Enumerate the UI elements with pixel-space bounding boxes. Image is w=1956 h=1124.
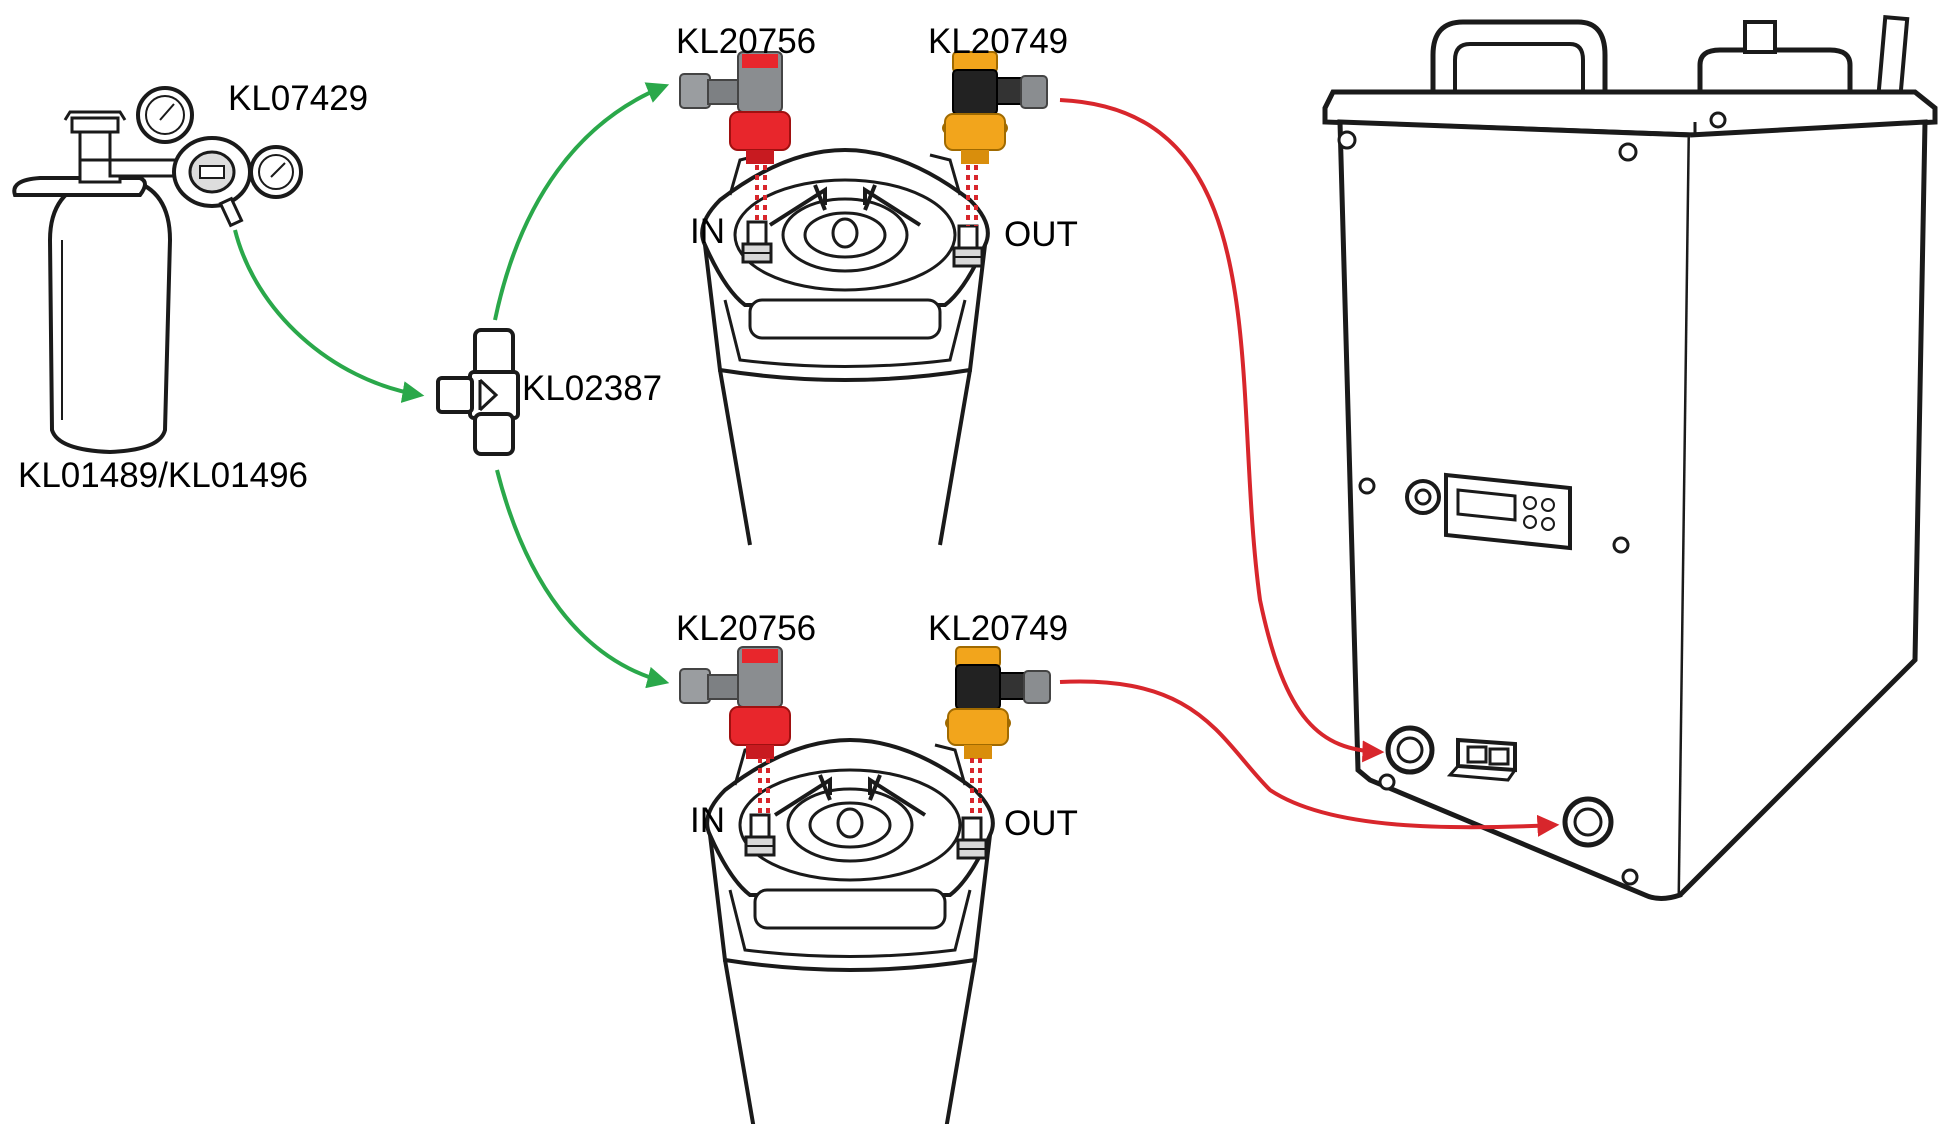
gas-line-tee-to-keg1	[493, 82, 670, 321]
keg1-out-post	[952, 224, 984, 268]
gas-line-regulator-to-tee	[233, 229, 425, 403]
keg-top	[700, 148, 990, 547]
keg1-liquid-coupler-label: KL20749	[928, 22, 1069, 61]
tee-splitter	[436, 328, 520, 456]
keg2-out-label: OUT	[1004, 804, 1078, 843]
keg2-gas-coupler-label: KL20756	[676, 609, 817, 648]
beer-line-keg1-to-chiller	[1059, 98, 1385, 763]
keg-top	[705, 738, 995, 1124]
regulator	[63, 86, 303, 228]
beer-line-keg2-to-chiller	[1059, 679, 1560, 837]
keg1-liquid-coupler	[942, 51, 1048, 165]
keg1-out-label: OUT	[1004, 215, 1078, 254]
tee-splitter-label: KL02387	[522, 369, 663, 408]
keg1-gas-coupler	[679, 51, 791, 165]
regulator-label: KL07429	[228, 79, 369, 118]
gas-line-tee-to-keg2	[495, 469, 670, 689]
keg1-gas-coupler-label: KL20756	[676, 22, 817, 61]
chiller-inlet-1	[1385, 725, 1435, 775]
chiller-unit	[1322, 15, 1938, 901]
keg2-in-label: IN	[690, 801, 725, 840]
keg1-in-label: IN	[690, 212, 725, 251]
chiller-switch	[1446, 737, 1517, 782]
chiller-inlet-2	[1562, 796, 1614, 848]
co2-cylinder	[12, 158, 173, 455]
keg2-liquid-coupler-label: KL20749	[928, 609, 1069, 648]
keg2-gas-coupler	[679, 646, 791, 760]
co2-cylinder-label: KL01489/KL01496	[18, 456, 308, 495]
keg1-in-post	[741, 220, 773, 264]
keg2-liquid-coupler	[945, 646, 1051, 760]
keg2-out-post	[956, 816, 988, 860]
keg2-in-post	[744, 813, 776, 857]
